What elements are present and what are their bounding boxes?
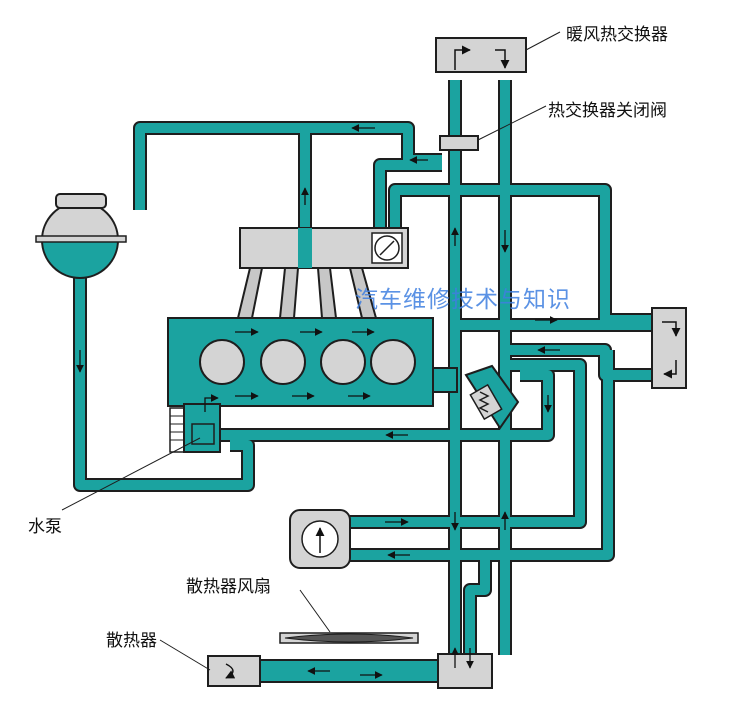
radiator-label: 散热器 <box>106 631 157 651</box>
flow-arrows <box>76 124 560 679</box>
radiator <box>207 653 493 689</box>
oil-cooler <box>289 509 351 569</box>
heater-valve <box>439 135 479 151</box>
expansion-tank <box>35 193 127 279</box>
watermark: 汽车维修技术与知识 <box>355 287 571 313</box>
radiator-fan <box>279 632 419 644</box>
heater-valve-label: 热交换器关闭阀 <box>548 101 667 121</box>
thermostat <box>464 364 520 430</box>
heater-core <box>435 37 527 73</box>
water-pump <box>169 403 221 453</box>
water-pump-label: 水泵 <box>28 517 62 537</box>
engine-block <box>167 317 458 407</box>
leader-lines <box>61 31 561 671</box>
radiator-fan-label: 散热器风扇 <box>186 577 271 597</box>
heater-core-label: 暖风热交换器 <box>566 25 668 45</box>
thermostat-housing <box>239 227 409 269</box>
auxiliary-cooler <box>651 307 687 389</box>
